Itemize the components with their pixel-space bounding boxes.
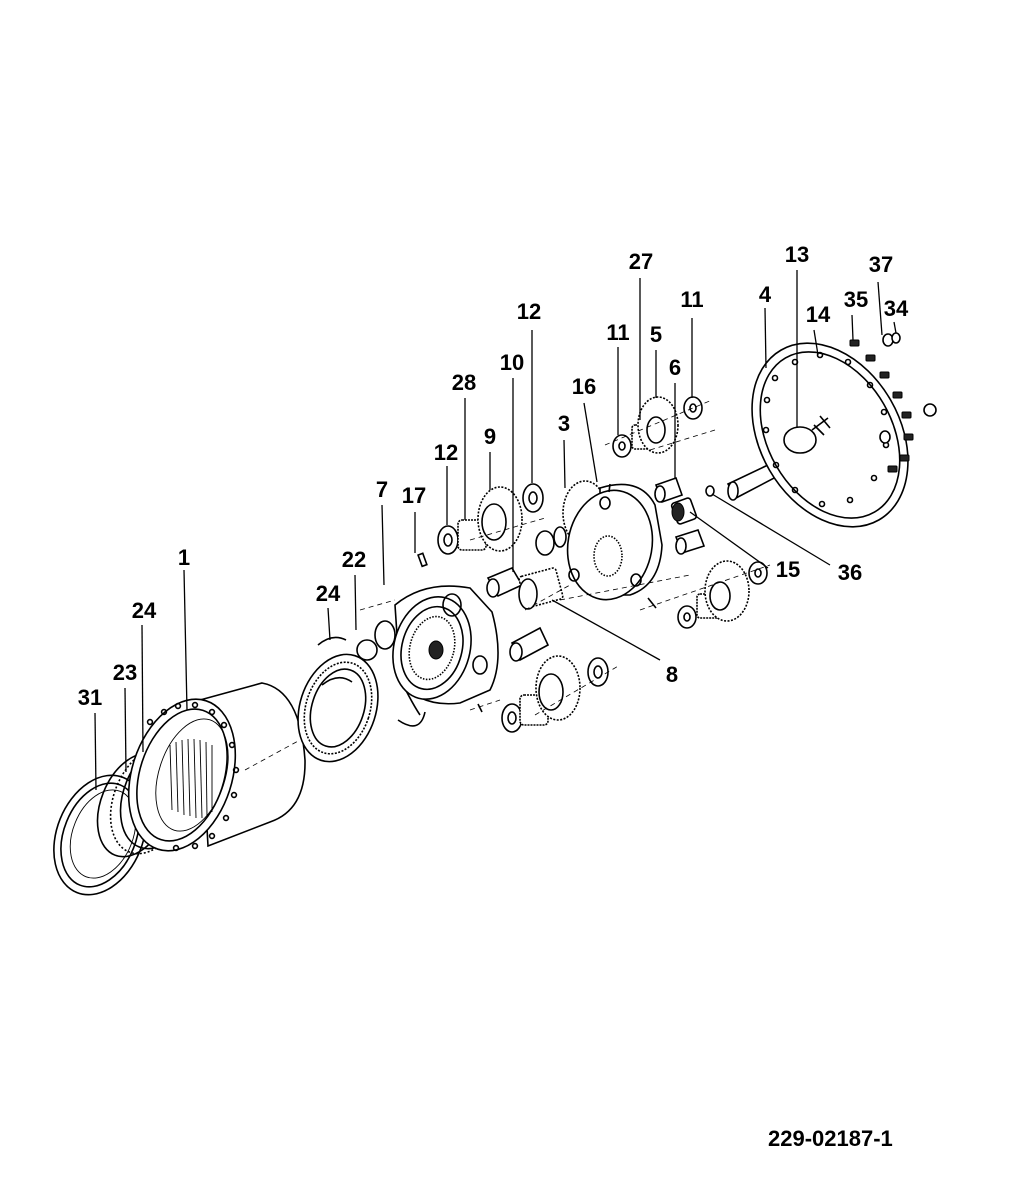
callout-17: 17 [402,483,426,508]
callout-11b: 11 [680,287,703,312]
planet-carrier-7 [374,585,499,713]
callout-14: 14 [806,302,831,327]
callout-1: 1 [178,545,190,570]
callout-7: 7 [376,477,388,502]
callout-leaders [94,270,897,791]
cover-bolts-35 [849,339,914,473]
callout-31: 31 [78,685,102,710]
callout-15: 15 [776,557,800,582]
callout-4: 4 [759,282,772,307]
plugs-34-37 [879,332,937,444]
callout-27: 27 [629,249,653,274]
planet-shafts-10 [486,566,550,662]
callout-3: 3 [558,411,570,436]
planet-gear-upper [437,483,544,555]
planet-carrier-3 [535,480,663,601]
callout-24b: 24 [316,581,341,606]
bearing-24 [297,636,379,763]
planet-gear-lower [501,655,609,733]
assembly-axis-lines [244,399,771,771]
callout-34: 34 [884,296,909,321]
callout-28: 28 [452,370,476,395]
callout-36: 36 [838,560,862,585]
callout-5: 5 [650,322,662,347]
callout-labels: 1 24 23 31 24 22 7 17 12 28 9 10 12 3 16… [78,242,909,710]
needle-bearing-15 [670,485,715,525]
callout-35: 35 [844,287,868,312]
callout-12: 12 [434,440,458,465]
cover-plate-4 [726,342,909,528]
callout-16: 16 [572,374,596,399]
callout-22: 22 [342,547,366,572]
callout-13: 13 [785,242,809,267]
callout-37: 37 [869,252,893,277]
callout-23: 23 [113,660,137,685]
callout-24: 24 [132,598,157,623]
pin-17 [417,552,428,568]
planet-shafts-6 [647,476,706,609]
callout-8: 8 [666,662,678,687]
callout-11: 11 [606,320,629,345]
sun-gear-8 [518,567,564,610]
planet-gear-27 [612,396,703,458]
callout-9: 9 [484,424,496,449]
callout-6: 6 [669,355,681,380]
drawing-number: 229-02187-1 [768,1126,893,1151]
callout-12b: 12 [517,299,541,324]
callout-10: 10 [500,350,524,375]
hub-housing-1 [127,682,306,852]
